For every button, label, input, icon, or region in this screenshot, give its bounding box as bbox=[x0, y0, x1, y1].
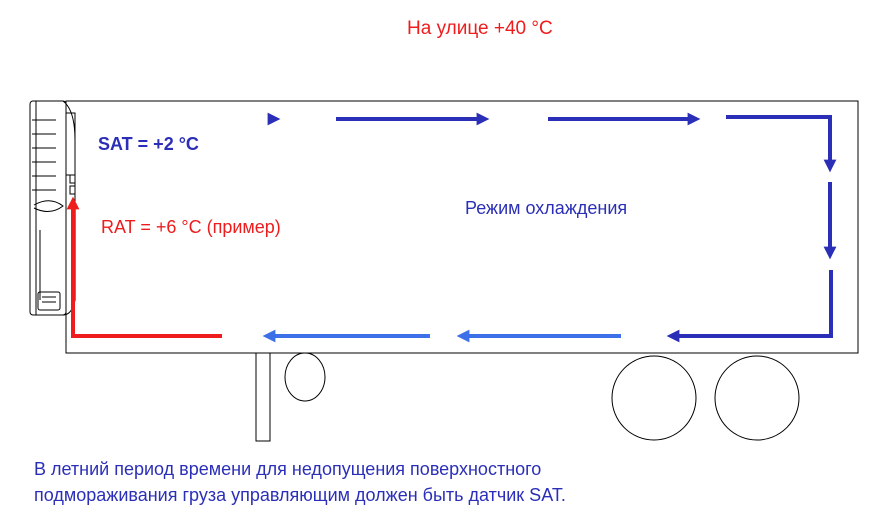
rear-wheel-front bbox=[611, 355, 697, 441]
mode-label: Режим охлаждения bbox=[465, 198, 628, 218]
return-arrow-corner bbox=[666, 270, 833, 343]
rear-wheel-back bbox=[714, 355, 800, 441]
landing-gear-leg bbox=[255, 352, 271, 442]
outside-temperature-label: На улице +40 °C bbox=[407, 18, 553, 39]
caption: В летний период времени для недопущения … bbox=[34, 456, 874, 508]
supply-air-flow bbox=[128, 112, 837, 260]
supply-arrow-corner bbox=[726, 115, 837, 173]
refrigeration-unit-icon bbox=[29, 100, 76, 316]
sat-label: SAT = +2 °C bbox=[98, 134, 199, 154]
landing-gear-wheel bbox=[284, 352, 326, 402]
return-air-flow bbox=[66, 196, 833, 343]
caption-line-2: подмораживания груза управляющим должен … bbox=[34, 485, 566, 505]
return-arrow-red bbox=[66, 196, 222, 338]
rat-label: RAT = +6 °C (пример) bbox=[101, 217, 281, 237]
caption-line-1: В летний период времени для недопущения … bbox=[34, 459, 542, 479]
